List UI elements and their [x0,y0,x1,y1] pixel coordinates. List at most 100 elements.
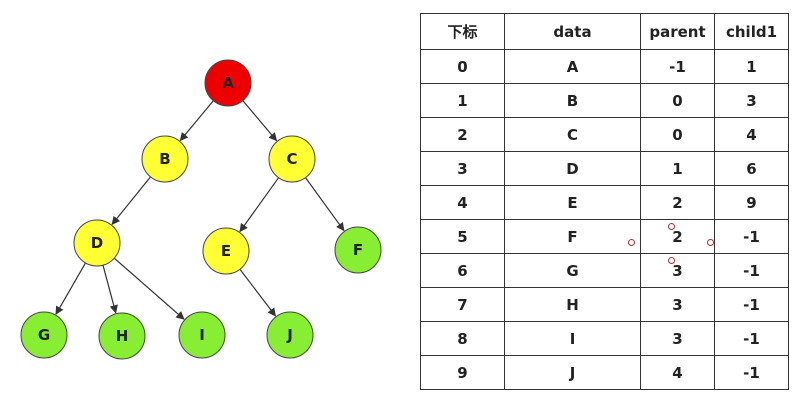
edge-B-D [111,176,151,225]
table-cell: -1 [714,321,789,356]
header-data: data [504,13,641,50]
table-cell: -1 [640,49,715,84]
table-cell: 0 [640,83,715,118]
node-label: G [38,326,50,344]
tree-node-C[interactable]: C [268,135,316,183]
node-label: A [222,74,234,92]
table-cell: 3 [640,253,715,288]
edge-A-C [242,100,278,142]
tree-node-G[interactable]: G [20,311,68,359]
node-label: J [286,326,293,344]
node-circle [98,312,146,360]
table-cell: H [504,287,641,322]
table-header-row: 下标 data parent child1 [420,13,789,50]
node-circle [20,311,68,359]
table-cell: 9 [714,185,789,220]
node-label: C [286,150,297,168]
table-cell: 0 [420,49,505,84]
node-circle [202,227,250,275]
node-label: B [159,150,170,168]
node-label: H [116,327,129,345]
tree-node-D[interactable]: D [73,219,121,267]
table-cell: 3 [640,321,715,356]
edge-D-G [55,262,87,315]
node-label: I [199,326,205,344]
node-circle [268,135,316,183]
header-index: 下标 [420,13,505,50]
table-cell: 6 [420,253,505,288]
table-cell: J [504,355,641,390]
node-circle [334,226,382,274]
tree-node-A[interactable]: A [204,59,252,107]
table-cell: -1 [714,355,789,390]
node-circle [178,311,226,359]
selection-handle-right[interactable] [707,239,714,246]
table-cell: 4 [640,355,715,390]
edge-C-E [239,177,280,233]
table-cell: E [504,185,641,220]
node-circle [204,59,252,107]
tree-edges [55,100,345,320]
selection-handle-bottom[interactable] [668,257,675,264]
tree-node-E[interactable]: E [202,227,250,275]
edge-C-F [305,177,345,232]
selection-handle-top[interactable] [668,223,675,230]
table-cell: 6 [714,151,789,186]
table-cell: 3 [640,287,715,322]
tree-node-I[interactable]: I [178,311,226,359]
edge-D-H [102,265,118,314]
table-cell: B [504,83,641,118]
node-label: D [91,234,103,252]
table-cell: 9 [420,355,505,390]
table-cell: -1 [714,219,789,254]
table-cell: -1 [714,287,789,322]
table-cell: 1 [640,151,715,186]
table-cell: 2 [640,185,715,220]
table-cell: 7 [420,287,505,322]
table-cell: F [504,219,641,254]
table-cell: 3 [420,151,505,186]
table-cell: 1 [420,83,505,118]
table-cell: 4 [420,185,505,220]
table-cell: 0 [640,117,715,152]
table-cell: D [504,151,641,186]
tree-diagram: A B C D E F G H I J [20,59,382,360]
node-label: E [221,242,231,260]
table-cell: 4 [714,117,789,152]
tree-node-F[interactable]: F [334,226,382,274]
tree-node-B[interactable]: B [141,135,189,183]
table-cell: 8 [420,321,505,356]
table-cell: 1 [714,49,789,84]
tree-node-H[interactable]: H [98,312,146,360]
tree-node-J[interactable]: J [266,311,314,359]
header-child1: child1 [714,13,789,50]
node-circle [141,135,189,183]
table-cell: 3 [714,83,789,118]
tree-nodes: A B C D E F G H I J [20,59,382,360]
table-cell: 2 [640,219,715,254]
selection-handle-left[interactable] [628,239,635,246]
edge-A-B [179,100,214,142]
table-cell: 5 [420,219,505,254]
node-circle [266,311,314,359]
edge-E-J [239,268,276,317]
node-circle [73,219,121,267]
table-cell: C [504,117,641,152]
node-label: F [353,241,363,259]
header-parent: parent [640,13,715,50]
table-cell: -1 [714,253,789,288]
edge-D-I [113,257,185,320]
table-cell: A [504,49,641,84]
table-cell: G [504,253,641,288]
